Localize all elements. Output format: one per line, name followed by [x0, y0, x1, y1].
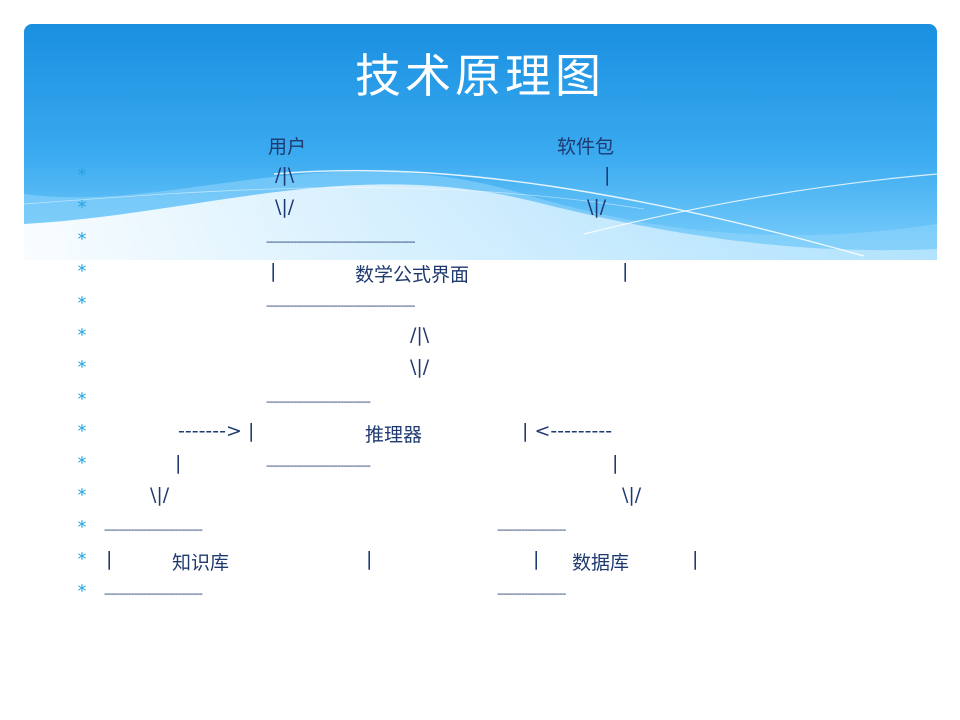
- bullet-icon: *: [77, 165, 87, 186]
- user-arrow-up: /|\: [275, 164, 295, 186]
- right-arrow-down: \|/: [622, 484, 642, 506]
- banner-wave-graphic: [24, 24, 937, 260]
- bullet-icon: *: [77, 517, 87, 538]
- kb-border-bottom: ---------------------------------: [104, 587, 203, 600]
- math-ui-label: 数学公式界面: [355, 264, 470, 286]
- bullet-icon: *: [77, 485, 87, 506]
- math-ui-border-top: ----------------------------------------…: [266, 235, 415, 248]
- math-ui-right-border: |: [622, 260, 629, 282]
- bullet-icon: *: [77, 325, 87, 346]
- db-border-bottom: -----------------------: [497, 587, 566, 600]
- center-arrow-up: /|\: [410, 324, 430, 346]
- bullet-icon: *: [77, 261, 87, 282]
- bullet-icon: *: [77, 229, 87, 250]
- kb-right-border: |: [366, 548, 373, 570]
- bullet-icon: *: [77, 549, 87, 570]
- db-right-border: |: [692, 548, 699, 570]
- db-left-border: |: [533, 548, 540, 570]
- user-arrow-down: \|/: [275, 196, 295, 218]
- db-border-top: -----------------------: [497, 523, 566, 536]
- kb-left-border: |: [106, 548, 113, 570]
- bullet-icon: *: [77, 293, 87, 314]
- left-input-arrow: -------> |: [178, 420, 255, 442]
- bullet-icon: *: [77, 389, 87, 410]
- slide-title: 技术原理图: [355, 49, 605, 103]
- bullet-icon: *: [77, 453, 87, 474]
- kb-label: 知识库: [172, 552, 230, 574]
- user-label: 用户: [268, 136, 307, 158]
- package-label: 软件包: [557, 136, 615, 158]
- left-pipe: |: [175, 452, 182, 474]
- bullet-icon: *: [77, 581, 87, 602]
- reasoner-border-top: -----------------------------------: [266, 395, 371, 408]
- right-pipe: |: [612, 452, 619, 474]
- reasoner-label: 推理器: [365, 424, 423, 446]
- kb-border-top: ---------------------------------: [104, 523, 203, 536]
- db-label: 数据库: [572, 552, 630, 574]
- bullet-icon: *: [77, 357, 87, 378]
- package-pipe: |: [604, 164, 611, 186]
- math-ui-left-border: |: [270, 260, 277, 282]
- bullet-icon: *: [77, 421, 87, 442]
- reasoner-border-bottom: -----------------------------------: [266, 459, 371, 472]
- package-arrow-down: \|/: [587, 196, 607, 218]
- left-arrow-down: \|/: [150, 484, 170, 506]
- math-ui-border-bottom: ----------------------------------------…: [266, 299, 415, 312]
- bullet-icon: *: [77, 197, 87, 218]
- right-input-arrow: | <---------: [522, 420, 613, 442]
- header-banner: [24, 24, 937, 260]
- center-arrow-down: \|/: [410, 356, 430, 378]
